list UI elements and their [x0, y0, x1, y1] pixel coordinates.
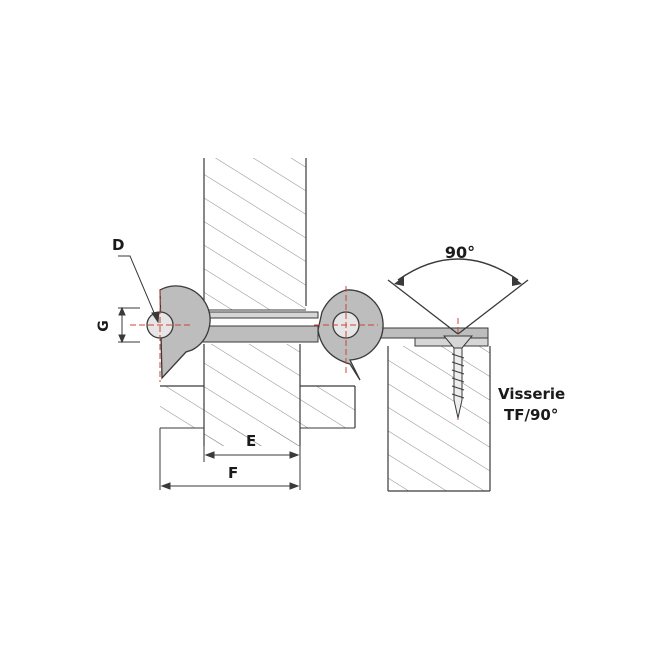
label-screws-line1: Visserie	[498, 385, 565, 403]
door-block	[203, 344, 301, 446]
label-angle: 90°	[445, 243, 475, 262]
dimension-g	[118, 306, 140, 344]
label-d: D	[112, 236, 124, 254]
label-f: F	[228, 464, 238, 482]
dimension-f	[159, 428, 300, 490]
leader-d	[118, 255, 160, 324]
dimension-e	[203, 446, 301, 490]
label-e: E	[246, 432, 256, 450]
label-g: G	[96, 320, 112, 332]
right-panel	[387, 346, 491, 492]
label-screws-line2: TF/90°	[504, 406, 558, 424]
left-knuckle	[146, 285, 211, 380]
right-knuckle	[317, 289, 384, 381]
screw	[442, 335, 474, 419]
hinge-bars	[185, 311, 489, 347]
countersink-angle	[387, 258, 529, 335]
upper-panel	[203, 158, 307, 311]
